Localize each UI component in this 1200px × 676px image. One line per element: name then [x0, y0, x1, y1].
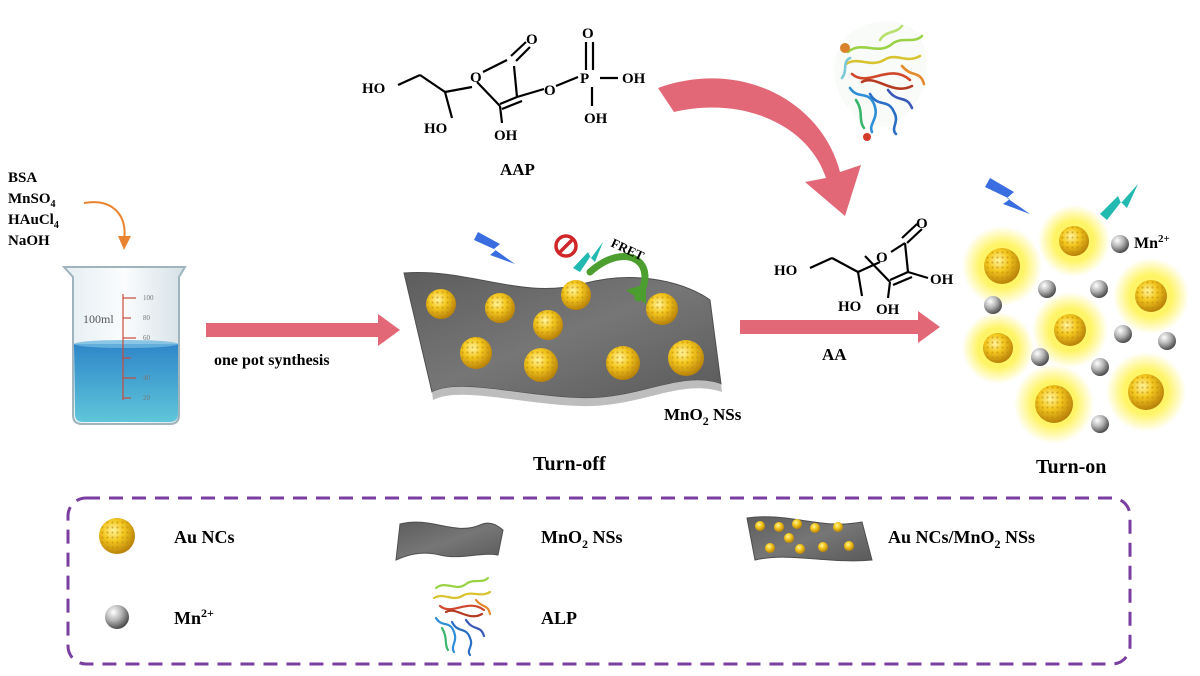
legend-au-ncs: Au NCs [99, 518, 235, 554]
aap-atom-o-link: O [544, 83, 556, 99]
reagent-bsa: BSA [8, 170, 37, 186]
aap-label: AAP [500, 160, 535, 179]
legend-alp-label: ALP [541, 608, 577, 628]
mn-ion [984, 296, 1002, 314]
synthesis-arrow [206, 314, 400, 346]
aa-atom-oh-right: OH [930, 272, 954, 288]
aa-arrow [740, 311, 940, 343]
beaker: 100ml 100 80 60 40 20 [61, 266, 187, 425]
aa-atom-o-keto: O [916, 216, 928, 232]
beaker-tick-60: 60 [143, 334, 151, 342]
aap-atom-o-keto: O [526, 32, 538, 48]
aa-atom-ho-lower: HO [838, 299, 861, 315]
mn-ion [1038, 280, 1056, 298]
legend-mn-ion: Mn2+ [105, 605, 214, 629]
turn-on-label: Turn-on [1036, 456, 1106, 478]
legend-mn-label: Mn2+ [174, 606, 214, 628]
legend-au-ncs-label: Au NCs [174, 527, 235, 547]
excitation-light-icon [474, 232, 515, 264]
legend-composite: Au NCs/MnO2 NSs [746, 516, 1035, 562]
aap-atom-o-ring: O [470, 70, 482, 86]
turnon-mn-ions [984, 235, 1176, 433]
enzyme-curved-arrow [658, 78, 861, 216]
turnon-mn-label: Mn2+ [1134, 233, 1170, 252]
turnon-au-ncs [983, 226, 1167, 423]
emission-light-icon [573, 242, 603, 272]
fret-arrow-head [626, 284, 646, 304]
alp-protein-top [834, 21, 927, 141]
reagent-list: BSA MnSO4 HAuCl4 NaOH [8, 170, 59, 249]
turnoff-au-ncs [426, 280, 704, 382]
reagent-mnso4: MnSO4 [8, 191, 56, 210]
aap-atom-oh-p2: OH [584, 111, 608, 127]
turnon-emission-icon [1100, 184, 1138, 220]
aap-atom-ho: HO [362, 81, 385, 97]
mn-ion [1158, 332, 1176, 350]
aap-atom-o-p: O [582, 26, 594, 42]
beaker-tick-100: 100 [143, 294, 154, 302]
legend-mno2-label: MnO2 NSs [541, 527, 623, 551]
mn-ion [1090, 280, 1108, 298]
turn-off-label: Turn-off [533, 453, 606, 475]
mno2-sheet-label: MnO2 NSs [664, 405, 742, 428]
beaker-volume-label: 100ml [83, 312, 114, 326]
turnon-excitation-icon [985, 178, 1030, 214]
legend-alp: ALP [432, 576, 577, 657]
aa-label: AA [822, 345, 847, 364]
mn-ion [1111, 235, 1129, 253]
aap-molecule [397, 41, 618, 124]
aap-atom-p: P [580, 71, 589, 87]
legend-composite-label: Au NCs/MnO2 NSs [888, 527, 1035, 551]
legend-box [66, 496, 1132, 666]
mn-ion [1114, 325, 1132, 343]
reagent-arrow-head [118, 236, 131, 250]
reagent-curved-arrow [83, 201, 126, 241]
reagent-naoh: NaOH [8, 233, 50, 249]
reagent-haucl4: HAuCl4 [8, 212, 59, 231]
beaker-liquid [74, 344, 178, 422]
aap-atom-ho-lower: HO [424, 121, 447, 137]
beaker-tick-40: 40 [143, 374, 151, 382]
aa-atom-ho: HO [774, 263, 797, 279]
mn-ion [1091, 415, 1109, 433]
beaker-tick-20: 20 [143, 394, 151, 402]
mn-ion [1031, 348, 1049, 366]
aa-molecule [809, 223, 929, 299]
aap-atom-oh-p1: OH [622, 71, 646, 87]
synthesis-label: one pot synthesis [214, 352, 330, 369]
beaker-tick-80: 80 [143, 314, 151, 322]
aa-atom-o-ring: O [876, 250, 888, 266]
aap-atom-oh-ring: OH [494, 128, 518, 144]
legend-mno2: MnO2 NSs [395, 521, 623, 561]
mn-ion [1091, 358, 1109, 376]
aa-atom-oh-bottom: OH [876, 302, 900, 318]
blocked-icon [554, 234, 578, 258]
